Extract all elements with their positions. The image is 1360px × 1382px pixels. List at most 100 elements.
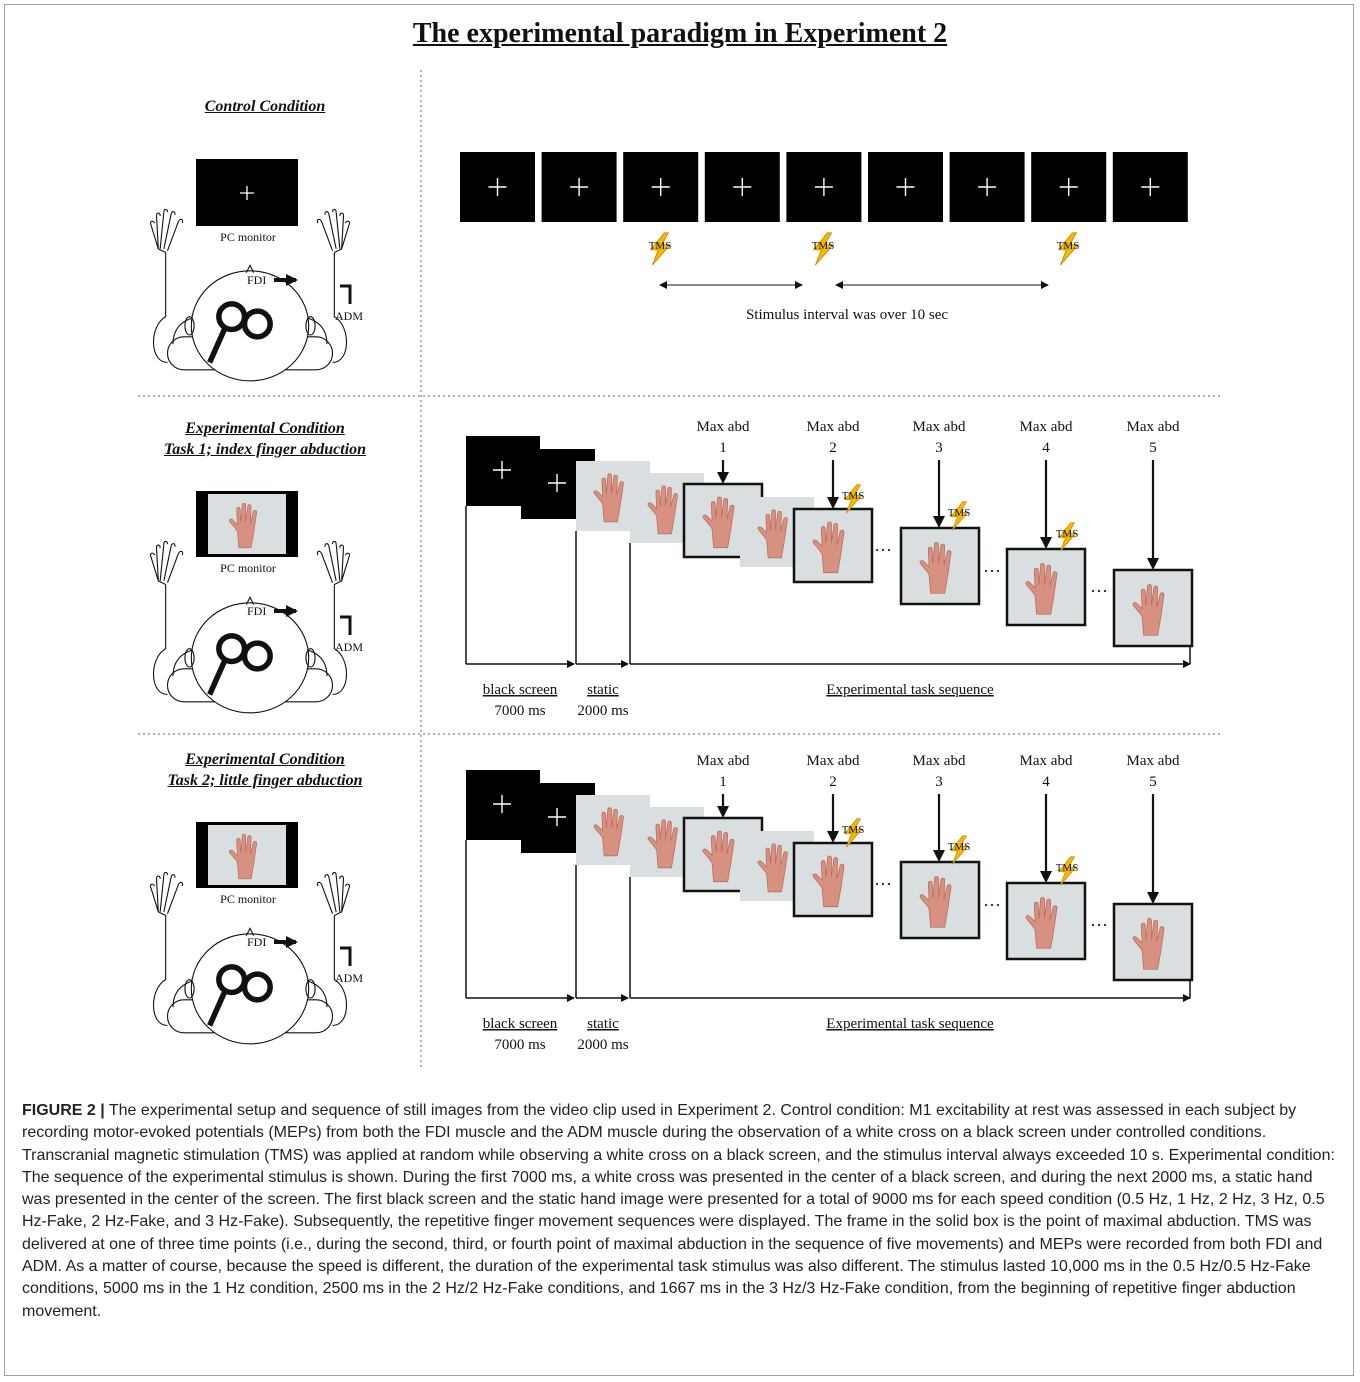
max-abduction-frame-4 — [1005, 881, 1087, 961]
fixation-cross-icon — [896, 178, 915, 196]
phase-label-black-screen: black screen — [483, 682, 558, 698]
pc-monitor-label: PC monitor — [220, 892, 276, 906]
phase-duration-black-screen: 7000 ms — [494, 703, 545, 719]
phase-duration-static: 2000 ms — [577, 1037, 628, 1053]
ellipsis: ··· — [874, 540, 892, 560]
adm-label: ADM — [335, 640, 363, 654]
task1-condition-title: Experimental Condition Task 1; index fin… — [140, 418, 390, 460]
phase-label-task: Experimental task sequence — [826, 682, 994, 698]
pc-monitor-label: PC monitor — [220, 561, 276, 575]
ellipsis: ··· — [1090, 581, 1108, 601]
adm-bracket-icon — [340, 615, 352, 635]
phase-label-task: Experimental task sequence — [826, 1016, 994, 1032]
max-abd-number: 3 — [935, 774, 943, 790]
fixation-cross-icon — [1059, 178, 1078, 196]
task2-condition-title: Experimental Condition Task 2; little fi… — [140, 749, 390, 791]
adm-label: ADM — [335, 971, 363, 985]
max-abduction-frame-5 — [1112, 568, 1194, 648]
max-abduction-frame-3 — [899, 526, 981, 606]
fixation-cross-icon — [570, 178, 589, 196]
max-abd-number: 1 — [719, 440, 727, 456]
max-abd-label: Max abd — [1127, 753, 1180, 769]
max-abd-number: 5 — [1149, 774, 1157, 790]
fixation-cross-icon — [240, 186, 254, 200]
fixation-cross-icon — [978, 178, 997, 196]
fixation-cross-icon — [488, 178, 507, 196]
phase-label-static: static — [587, 1016, 619, 1032]
max-abd-label: Max abd — [697, 419, 750, 435]
tms-label: TMS — [842, 490, 865, 502]
max-abd-number: 4 — [1042, 440, 1050, 456]
control-condition-title: Control Condition — [140, 96, 390, 117]
max-abd-label: Max abd — [1127, 419, 1180, 435]
task2-condition-title-line1: Experimental Condition — [185, 751, 345, 768]
task1-condition-title-line1: Experimental Condition — [185, 420, 345, 437]
tms-label: TMS — [948, 841, 971, 853]
phase-duration-static: 2000 ms — [577, 703, 628, 719]
task2-sequence: ··· ··· ··· Max abd 1 Max abd 2 Max abd 3 Max abd… — [465, 753, 1194, 1053]
max-abduction-frame-2 — [792, 507, 874, 584]
tms-label: TMS — [948, 507, 971, 519]
caption-text: The experimental setup and sequence of s… — [22, 1102, 1335, 1320]
max-abd-number: 5 — [1149, 440, 1157, 456]
max-abd-number: 2 — [829, 440, 837, 456]
max-abduction-frame-2 — [792, 841, 874, 918]
max-abd-number: 1 — [719, 774, 727, 790]
tms-label: TMS — [1056, 528, 1079, 540]
figure-title: The experimental paradigm in Experiment … — [412, 18, 948, 49]
max-abduction-frame-3 — [899, 860, 981, 940]
paradigm-diagram: PC monitor FDI ADM TMS TMS TMS Stimulus in… — [138, 70, 1222, 1068]
max-abd-label: Max abd — [1020, 753, 1073, 769]
task2-condition-title-line2: Task 2; little finger abduction — [167, 772, 363, 789]
phase-label-static: static — [587, 682, 619, 698]
pc-monitor-label: PC monitor — [220, 230, 276, 244]
fdi-label: FDI — [247, 604, 266, 618]
control-condition-title-line1: Control Condition — [204, 98, 326, 115]
phase-duration-black-screen: 7000 ms — [494, 1037, 545, 1053]
max-abd-label: Max abd — [1020, 419, 1073, 435]
fixation-cross-icon — [814, 178, 833, 196]
ellipsis: ··· — [983, 895, 1001, 915]
control-screen-sequence: TMS TMS TMS — [460, 152, 1188, 266]
monitor-hand-photo — [208, 825, 286, 885]
interval-text: Stimulus interval was over 10 sec — [746, 307, 948, 323]
task1-condition-title-line2: Task 1; index finger abduction — [163, 441, 367, 458]
max-abd-number: 4 — [1042, 774, 1050, 790]
monitor-hand-photo — [208, 494, 286, 554]
fixation-cross-icon — [733, 178, 752, 196]
max-abd-label: Max abd — [913, 753, 966, 769]
tms-label: TMS — [812, 240, 835, 252]
fixation-cross-icon — [493, 461, 511, 479]
max-abduction-frame-5 — [1112, 902, 1194, 982]
fixation-cross-icon — [548, 808, 566, 826]
max-abd-label: Max abd — [807, 753, 860, 769]
adm-label: ADM — [335, 309, 363, 323]
tms-label: TMS — [649, 240, 672, 252]
phase-label-black-screen: black screen — [483, 1016, 558, 1032]
adm-bracket-icon — [340, 284, 352, 304]
max-abduction-frame-4 — [1005, 547, 1087, 627]
fixation-cross-icon — [651, 178, 670, 196]
max-abd-label: Max abd — [807, 419, 860, 435]
max-abd-label: Max abd — [913, 419, 966, 435]
fixation-cross-icon — [493, 795, 511, 813]
tms-label: TMS — [1056, 862, 1079, 874]
max-abd-number: 2 — [829, 774, 837, 790]
fdi-label: FDI — [247, 273, 266, 287]
max-abd-label: Max abd — [697, 753, 750, 769]
fdi-label: FDI — [247, 935, 266, 949]
control-setup: PC monitor FDI ADM — [151, 159, 363, 381]
fixation-cross-icon — [548, 474, 566, 492]
tms-label: TMS — [1057, 240, 1080, 252]
ellipsis: ··· — [874, 874, 892, 894]
ellipsis: ··· — [983, 561, 1001, 581]
ellipsis: ··· — [1090, 915, 1108, 935]
adm-bracket-icon — [340, 946, 352, 966]
tms-label: TMS — [842, 824, 865, 836]
figure-caption: FIGURE 2 | The experimental setup and se… — [22, 1100, 1340, 1323]
fixation-cross-icon — [1141, 178, 1160, 196]
caption-label: FIGURE 2 | — [22, 1102, 105, 1119]
